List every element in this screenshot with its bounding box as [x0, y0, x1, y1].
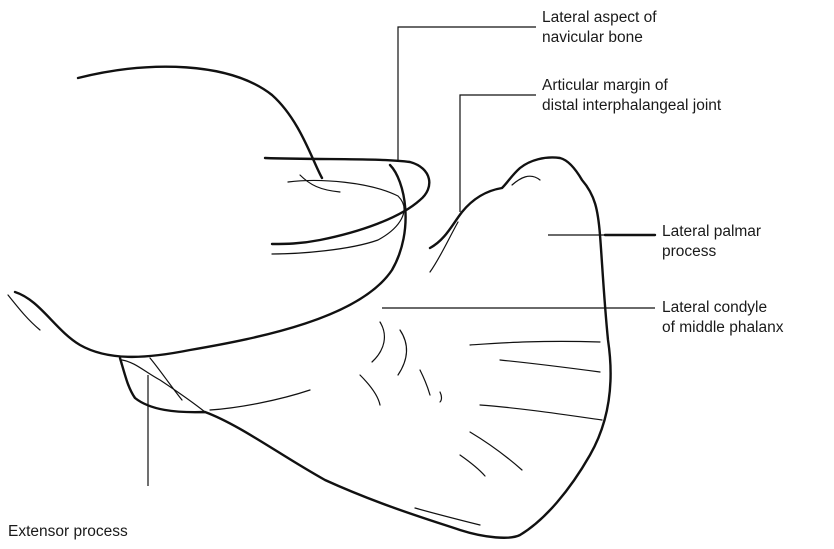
distal-phalanx-notch: [512, 176, 540, 185]
articular-leader: [460, 95, 536, 212]
articular-margin-line: [430, 222, 458, 272]
label-articular-line1: Articular margin of: [542, 76, 721, 96]
middle-phalanx-outline: [78, 67, 322, 178]
label-condyle: Lateral condyle of middle phalanx: [662, 298, 784, 338]
label-condyle-line2: of middle phalanx: [662, 318, 784, 338]
distal-phalanx-outline: [120, 157, 611, 537]
extensor-process-inner: [150, 358, 182, 400]
label-condyle-line1: Lateral condyle: [662, 298, 784, 318]
label-palmar-line2: process: [662, 242, 761, 262]
joint-arc: [210, 390, 310, 410]
label-palmar-line1: Lateral palmar: [662, 222, 761, 242]
middle-phalanx-left-edge: [8, 295, 40, 330]
label-navicular: Lateral aspect of navicular bone: [542, 8, 657, 48]
vascular-channels: [360, 322, 602, 525]
label-articular-line2: distal interphalangeal joint: [542, 96, 721, 116]
label-navicular-line2: navicular bone: [542, 28, 657, 48]
extensor-process-outline: [122, 360, 205, 412]
label-extensor-line1: Extensor process: [8, 522, 128, 542]
label-navicular-line1: Lateral aspect of: [542, 8, 657, 28]
label-articular: Articular margin of distal interphalange…: [542, 76, 721, 116]
label-extensor: Extensor process: [8, 522, 128, 542]
navicular-upper-curve: [300, 175, 340, 192]
label-palmar: Lateral palmar process: [662, 222, 761, 262]
middle-phalanx-lower-outline: [15, 165, 406, 357]
